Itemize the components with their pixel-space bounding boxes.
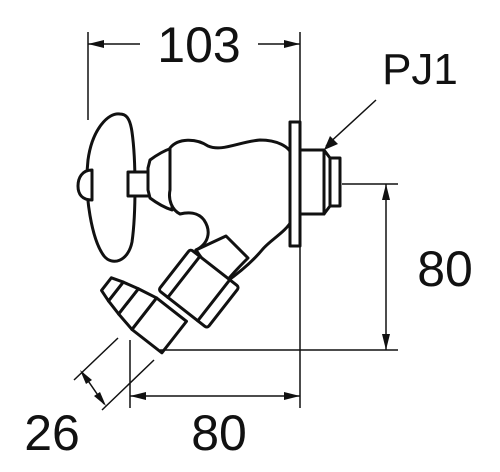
extension-line-hose [101,359,155,411]
handle-wheel [85,112,137,263]
arrowhead [284,40,300,48]
dimension-label-80-horizontal: 80 [191,405,247,461]
arrowhead [382,184,390,200]
pj1-leader-line [325,99,377,147]
outlet-connector [298,148,342,216]
part-label-pj1: PJ1 [382,45,458,94]
arrowhead [88,40,104,48]
faucet-illustration [76,112,342,355]
valve-body [168,138,294,284]
arrowhead [382,334,390,350]
union-nut [158,248,240,329]
arrowhead [130,392,146,400]
extension-line-hose [73,337,119,381]
dimension-label-80-vertical: 80 [417,241,473,297]
dimension-lines [73,32,398,411]
hose-barb [99,276,188,355]
arrowhead [324,136,338,150]
dimension-label-26: 26 [24,405,80,461]
arrowhead [94,392,106,406]
arrowhead [80,370,92,384]
arrowhead [284,392,300,400]
bonnet-nut [146,146,174,212]
handle-knob [76,168,94,202]
dimension-label-103: 103 [157,17,240,73]
